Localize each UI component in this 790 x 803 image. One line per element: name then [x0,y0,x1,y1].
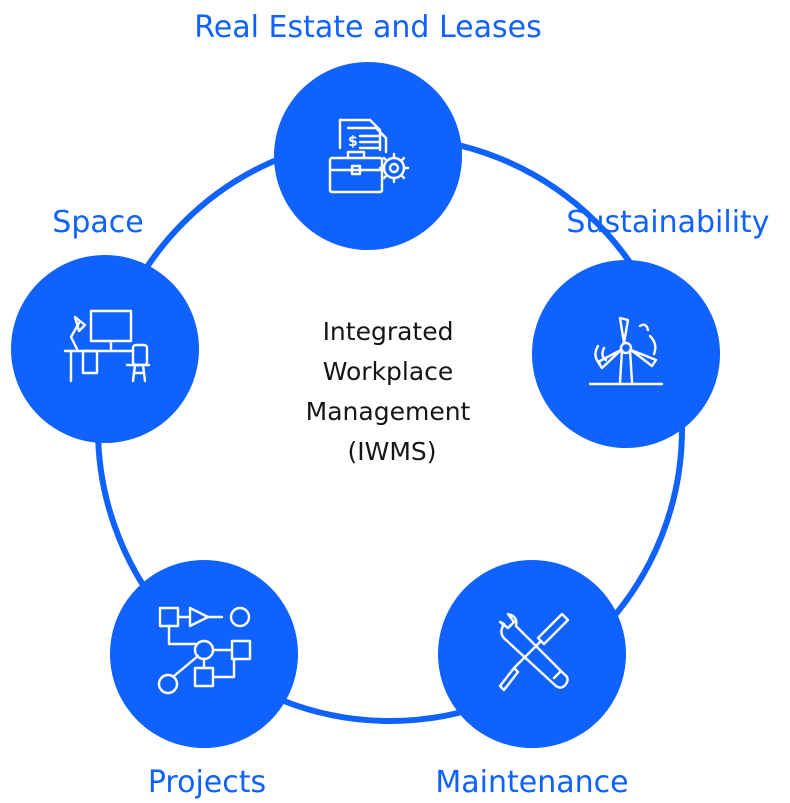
documents-briefcase-gear-icon: $ [328,118,410,194]
node-circle [110,560,298,748]
node-label-space: Space [52,205,143,240]
node-sustainability [532,260,720,448]
center-title-line-1: Integrated [323,317,454,346]
node-circle [274,62,462,250]
node-label-sustainability: Sustainability [566,205,769,240]
wind-turbine-icon [588,316,664,386]
wrench-screwdriver-icon [498,612,570,692]
node-circle [11,255,199,443]
svg-text:$: $ [348,134,358,150]
node-label-maintenance: Maintenance [435,765,628,800]
node-real-estate-and-leases: $ [274,62,462,250]
node-label-projects: Projects [148,765,266,800]
node-space [11,255,199,443]
node-circle [438,560,626,748]
center-title: Integrated Workplace Management (IWMS) [306,317,479,466]
center-title-line-2: Workplace [323,357,454,386]
desk-workspace-icon [63,309,151,383]
node-maintenance [438,560,626,748]
workflow-icon [157,606,252,695]
node-projects [110,560,298,748]
node-label-real-estate-and-leases: Real Estate and Leases [194,10,541,45]
center-title-line-4: (IWMS) [347,437,436,466]
center-title-line-3: Management [306,397,471,426]
